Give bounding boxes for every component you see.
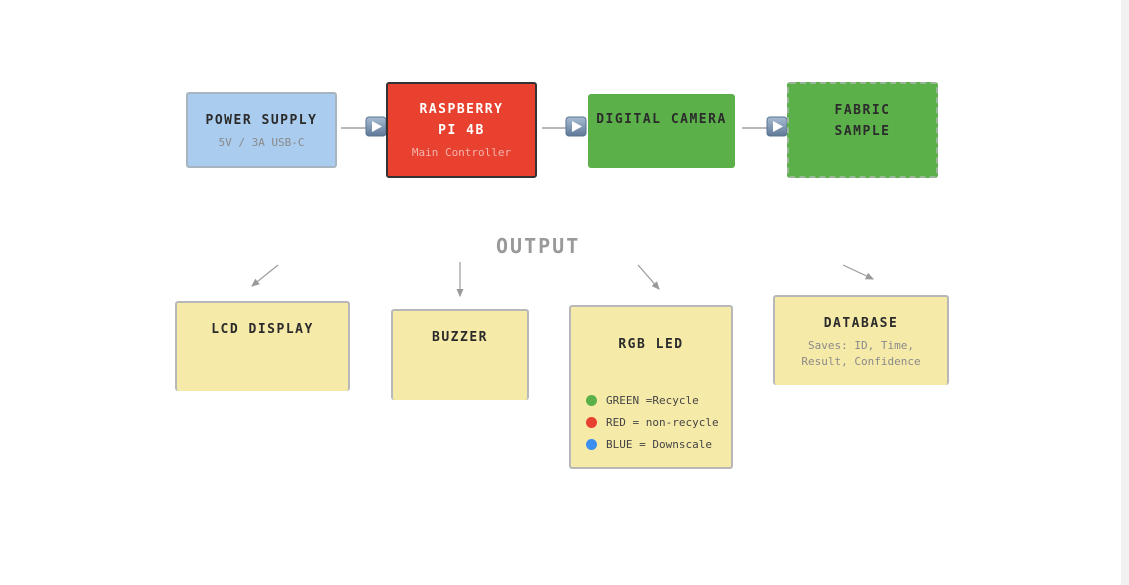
- digital-camera-node: DIGITAL CAMERA: [588, 94, 735, 168]
- arrow-to-lcd: [251, 264, 279, 287]
- power-supply-title: POWER SUPPLY: [205, 112, 318, 128]
- legend-blue-text: BLUE = Downscale: [606, 437, 712, 451]
- raspberry-pi-title-line1: RASPBERRY: [419, 102, 504, 117]
- database-title: DATABASE: [823, 316, 899, 331]
- rgb-legend: GREEN =Recycle RED = non-recycle BLUE = …: [586, 389, 719, 455]
- database-node: DATABASE Saves: ID, Time, Result, Confid…: [773, 295, 949, 385]
- rgb-led-node: RGB LED GREEN =Recycle RED = non-recycle…: [569, 305, 733, 469]
- arrow-to-rgb: [637, 264, 660, 290]
- scrollbar[interactable]: [1121, 0, 1129, 585]
- fabric-sample-node: FABRIC SAMPLE: [787, 82, 938, 178]
- green-dot-icon: [586, 394, 597, 406]
- buzzer-node: BUZZER: [391, 309, 529, 400]
- fabric-sample-title-line1: FABRIC: [834, 103, 891, 118]
- digital-camera-title: DIGITAL CAMERA: [596, 112, 727, 127]
- fabric-sample-title-line2: SAMPLE: [834, 124, 891, 139]
- arrow-right-icon: [766, 116, 788, 137]
- raspberry-pi-title-line2: PI 4B: [438, 123, 485, 138]
- lcd-display-node: LCD DISPLAY: [175, 301, 350, 391]
- arrow-to-database: [842, 264, 875, 280]
- output-label: OUTPUT: [496, 234, 581, 258]
- legend-item-green: GREEN =Recycle: [586, 389, 719, 411]
- lcd-display-title: LCD DISPLAY: [211, 322, 314, 337]
- power-supply-subtitle: 5V / 3A USB-C: [218, 135, 305, 149]
- legend-item-blue: BLUE = Downscale: [586, 433, 719, 455]
- red-dot-icon: [586, 416, 597, 428]
- buzzer-title: BUZZER: [432, 330, 488, 345]
- blue-dot-icon: [586, 438, 597, 450]
- rgb-led-title: RGB LED: [618, 337, 684, 352]
- raspberry-pi-node: RASPBERRY PI 4B Main Controller: [386, 82, 537, 178]
- power-supply-node: POWER SUPPLY 5V / 3A USB-C: [186, 92, 337, 168]
- arrow-right-icon: [365, 116, 387, 137]
- raspberry-pi-subtitle: Main Controller: [411, 146, 512, 159]
- legend-red-text: RED = non-recycle: [606, 415, 719, 429]
- legend-item-red: RED = non-recycle: [586, 411, 719, 433]
- arrow-right-icon: [565, 116, 587, 137]
- legend-green-text: GREEN =Recycle: [606, 393, 699, 407]
- database-subtitle: Saves: ID, Time, Result, Confidence: [801, 339, 921, 368]
